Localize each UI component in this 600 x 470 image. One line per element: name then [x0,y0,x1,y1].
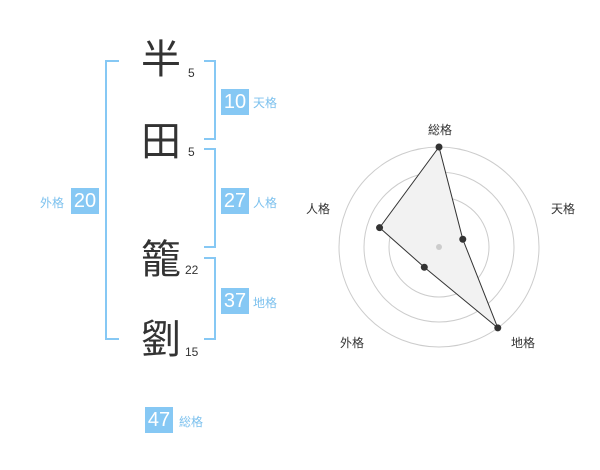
stroke-count-3: 22 [185,263,199,277]
radar-axis-label-soukaku: 総格 [428,122,452,137]
stroke-count-4: 15 [185,345,199,359]
jinkaku-bracket [204,148,216,248]
radar-point-4 [376,224,384,232]
stroke-count-1: 5 [188,66,195,80]
jinkaku-label: 人格 [253,196,278,210]
radar-axis-label-tenkaku: 天格 [551,201,575,216]
chikaku-bracket [204,257,216,340]
tenkaku-label: 天格 [253,96,278,110]
name-char-1: 半 [141,37,181,83]
stroke-count-2: 5 [188,145,195,159]
name-char-3: 籠 [141,237,181,283]
name-char-2: 田 [141,119,181,165]
radar-point-2 [494,324,502,332]
gaikaku-label: 外格 [40,196,65,210]
radar-axis-label-chikaku: 地格 [511,335,535,350]
radar-axis-label-jinkaku: 人格 [306,201,330,216]
gaikaku-value: 20 [71,188,99,214]
radar-point-1 [459,235,467,243]
soukaku-label: 総格 [179,415,204,429]
radar-point-0 [435,143,443,151]
radar-polygon [378,145,499,329]
radar-axis-label-gaikaku: 外格 [340,335,364,350]
chikaku-label: 地格 [253,296,278,310]
soukaku-value: 47 [145,407,173,433]
jinkaku-value: 27 [221,188,249,214]
radar-center-dot [436,244,442,250]
tenkaku-value: 10 [221,89,249,115]
gaikaku-bracket [105,60,119,340]
chikaku-value: 37 [221,288,249,314]
tenkaku-bracket [204,60,216,140]
name-char-4: 劉 [141,317,181,363]
radar-point-3 [420,263,428,271]
